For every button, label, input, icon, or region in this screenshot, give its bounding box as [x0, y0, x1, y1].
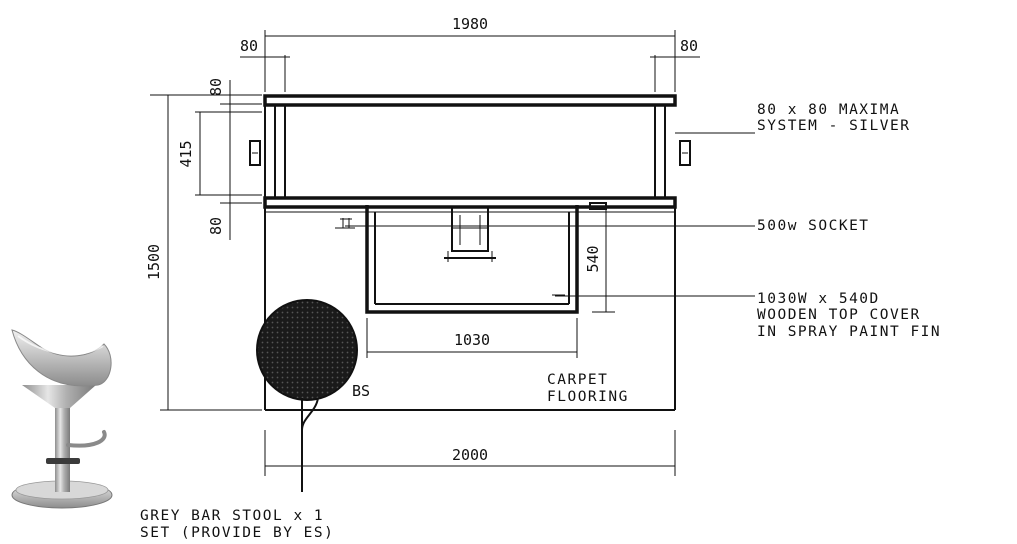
stool-line1: GREY BAR STOOL x 1	[140, 508, 324, 524]
carpet-line2: FLOORING	[547, 389, 629, 405]
cover-line2: WOODEN TOP COVER	[757, 307, 921, 323]
dim-counter-depth: 540	[584, 245, 602, 272]
dim-left-panel: 415	[177, 140, 195, 167]
dim-counter-width: 1030	[454, 331, 490, 349]
dim-left-overall: 1500	[145, 244, 163, 280]
bar-stool-illustration	[11, 329, 113, 509]
stool-note: GREY BAR STOOL x 1 SET (PROVIDE BY ES)	[140, 508, 334, 541]
counter-table	[365, 205, 579, 314]
socket-symbol	[335, 218, 355, 229]
maxima-line1: 80 x 80 MAXIMA	[757, 102, 900, 118]
dim-top-right-post: 80	[680, 37, 698, 55]
dim-left-bottom-post: 80	[207, 217, 225, 235]
dim-bottom-overall: 2000	[452, 446, 488, 464]
dim-top-left-post: 80	[240, 37, 258, 55]
carpet-label: CARPET FLOORING	[547, 372, 629, 405]
stool-line2: SET (PROVIDE BY ES)	[140, 525, 334, 541]
cover-note: 1030W x 540D WOODEN TOP COVER IN SPRAY P…	[555, 291, 941, 340]
dim-left-top-post: 80	[207, 78, 225, 96]
dim-top-overall: 1980	[452, 15, 488, 33]
top-dimension: 1980 80 80	[240, 15, 700, 92]
stool-tag: BS	[352, 382, 370, 400]
cover-line3: IN SPRAY PAINT FIN	[757, 324, 941, 340]
counter-depth-dimension: 540	[584, 205, 615, 313]
counter-width-dimension: 1030	[366, 318, 578, 358]
socket-label: 500w SOCKET	[757, 218, 870, 234]
bottom-dimension: 2000	[264, 430, 676, 476]
maxima-line2: SYSTEM - SILVER	[757, 118, 910, 134]
carpet-line1: CARPET	[547, 372, 608, 388]
maxima-note: 80 x 80 MAXIMA SYSTEM - SILVER	[675, 102, 910, 134]
socket-note: 500w SOCKET	[345, 218, 870, 234]
bar-stool-plan: BS	[256, 299, 370, 492]
left-dimension: 1500 80 415 80	[145, 78, 262, 411]
maxima-back-wall	[249, 94, 691, 213]
cover-line1: 1030W x 540D	[757, 291, 880, 307]
